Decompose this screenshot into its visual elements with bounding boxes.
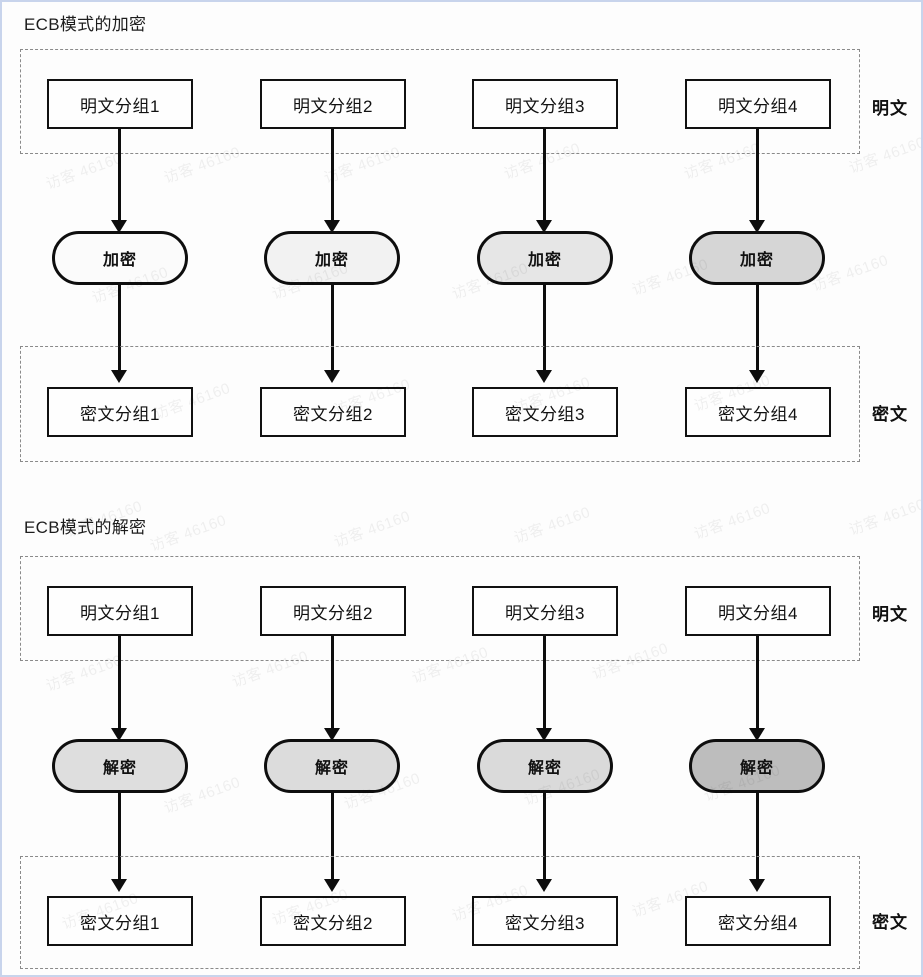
arrowhead-plain-to-dec-3 — [536, 728, 552, 741]
arrowhead-plain-to-enc-1 — [111, 220, 127, 233]
plaintext-block-1[interactable]: 明文分组1 — [47, 79, 193, 129]
arrowhead-dec-to-cipher-2 — [324, 879, 340, 892]
encryption-plaintext-band-label: 明文 — [872, 99, 908, 118]
arrowhead-enc-to-cipher-2 — [324, 370, 340, 383]
decrypt-oval-4[interactable]: 解密 — [689, 739, 825, 793]
edge-enc-to-cipher-1 — [118, 285, 121, 377]
ciphertext-block-1[interactable]: 密文分组1 — [47, 387, 193, 437]
encryption-ciphertext-band — [20, 346, 860, 462]
plaintext-block-4[interactable]: 明文分组4 — [685, 79, 831, 129]
decryption-ciphertext-band — [20, 856, 860, 969]
edge-plain-to-dec-2 — [331, 636, 334, 734]
edge-plain-to-enc-3 — [543, 129, 546, 226]
edge-dec-to-cipher-3 — [543, 793, 546, 886]
dec-ciphertext-block-4[interactable]: 密文分组4 — [685, 896, 831, 946]
arrowhead-enc-to-cipher-4 — [749, 370, 765, 383]
arrowhead-plain-to-dec-1 — [111, 728, 127, 741]
edge-enc-to-cipher-2 — [331, 285, 334, 377]
edge-plain-to-enc-1 — [118, 129, 121, 226]
watermark-text: 访客 46160 — [147, 511, 229, 556]
edge-plain-to-enc-4 — [756, 129, 759, 226]
arrowhead-enc-to-cipher-1 — [111, 370, 127, 383]
watermark-text: 访客 46160 — [43, 149, 125, 194]
edge-plain-to-dec-3 — [543, 636, 546, 734]
arrowhead-dec-to-cipher-1 — [111, 879, 127, 892]
dec-plaintext-block-1[interactable]: 明文分组1 — [47, 586, 193, 636]
decryption-ciphertext-band-label: 密文 — [872, 913, 908, 932]
section-title-encryption: ECB模式的加密 — [24, 15, 147, 34]
dec-ciphertext-block-2[interactable]: 密文分组2 — [260, 896, 406, 946]
arrowhead-plain-to-enc-2 — [324, 220, 340, 233]
dec-ciphertext-block-3[interactable]: 密文分组3 — [472, 896, 618, 946]
edge-dec-to-cipher-2 — [331, 793, 334, 886]
plaintext-block-3[interactable]: 明文分组3 — [472, 79, 618, 129]
watermark-text: 访客 46160 — [331, 507, 413, 552]
ciphertext-block-4[interactable]: 密文分组4 — [685, 387, 831, 437]
watermark-text: 访客 46160 — [846, 495, 923, 540]
decrypt-oval-3[interactable]: 解密 — [477, 739, 613, 793]
decryption-plaintext-band-label: 明文 — [872, 605, 908, 624]
arrowhead-enc-to-cipher-3 — [536, 370, 552, 383]
arrowhead-dec-to-cipher-4 — [749, 879, 765, 892]
edge-dec-to-cipher-1 — [118, 793, 121, 886]
section-title-decryption: ECB模式的解密 — [24, 518, 147, 537]
encrypt-oval-2[interactable]: 加密 — [264, 231, 400, 285]
dec-plaintext-block-2[interactable]: 明文分组2 — [260, 586, 406, 636]
edge-dec-to-cipher-4 — [756, 793, 759, 886]
encrypt-oval-1[interactable]: 加密 — [52, 231, 188, 285]
encrypt-oval-3[interactable]: 加密 — [477, 231, 613, 285]
dec-plaintext-block-4[interactable]: 明文分组4 — [685, 586, 831, 636]
encryption-ciphertext-band-label: 密文 — [872, 405, 908, 424]
plaintext-block-2[interactable]: 明文分组2 — [260, 79, 406, 129]
decryption-plaintext-band — [20, 556, 860, 661]
dec-plaintext-block-3[interactable]: 明文分组3 — [472, 586, 618, 636]
encryption-plaintext-band — [20, 49, 860, 154]
decrypt-oval-1[interactable]: 解密 — [52, 739, 188, 793]
edge-enc-to-cipher-4 — [756, 285, 759, 377]
watermark-text: 访客 46160 — [691, 499, 773, 544]
edge-plain-to-dec-4 — [756, 636, 759, 734]
edge-plain-to-dec-1 — [118, 636, 121, 734]
ciphertext-block-3[interactable]: 密文分组3 — [472, 387, 618, 437]
edge-plain-to-enc-2 — [331, 129, 334, 226]
decrypt-oval-2[interactable]: 解密 — [264, 739, 400, 793]
watermark-text: 访客 46160 — [511, 503, 593, 548]
encrypt-oval-4[interactable]: 加密 — [689, 231, 825, 285]
edge-enc-to-cipher-3 — [543, 285, 546, 377]
arrowhead-plain-to-enc-3 — [536, 220, 552, 233]
dec-ciphertext-block-1[interactable]: 密文分组1 — [47, 896, 193, 946]
arrowhead-dec-to-cipher-3 — [536, 879, 552, 892]
arrowhead-plain-to-dec-4 — [749, 728, 765, 741]
ciphertext-block-2[interactable]: 密文分组2 — [260, 387, 406, 437]
arrowhead-plain-to-dec-2 — [324, 728, 340, 741]
arrowhead-plain-to-enc-4 — [749, 220, 765, 233]
